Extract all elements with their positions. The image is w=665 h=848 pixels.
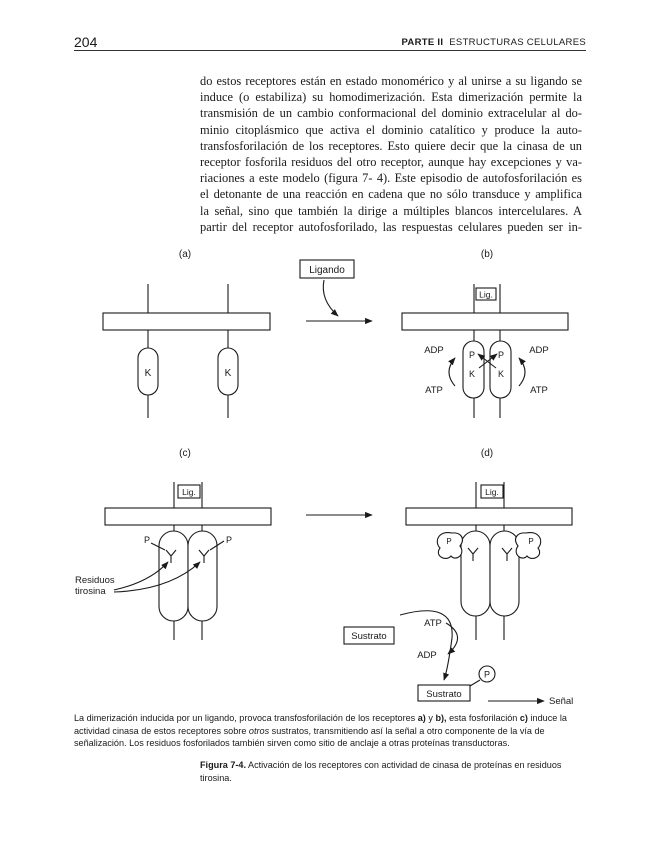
- phosphate-label: P: [144, 535, 150, 545]
- panel-b: (b) Lig. P P K K ADP ATP ADP ATP: [402, 249, 568, 418]
- phosphate-label: P: [469, 350, 475, 360]
- kinase-domain-right: [490, 531, 519, 616]
- lig-label: Lig.: [182, 487, 196, 497]
- adp-label: ADP: [529, 345, 549, 356]
- adp-label: ADP: [424, 345, 444, 356]
- atp-label: ATP: [424, 618, 442, 629]
- panel-a-label: (a): [179, 249, 191, 260]
- figure-number: Figura 7-4.: [200, 760, 246, 770]
- kinase-label: K: [145, 368, 152, 379]
- panel-c-label: (c): [179, 448, 191, 459]
- atp-label: ATP: [425, 385, 443, 396]
- phosphate-label: P: [498, 350, 504, 360]
- atp-label: ATP: [530, 385, 548, 396]
- kinase-label: K: [469, 369, 475, 379]
- lig-label: Lig.: [485, 487, 499, 497]
- ligando-label: Ligando: [309, 265, 345, 276]
- phosphate-label: P: [484, 670, 490, 680]
- phosphate-label: P: [226, 535, 232, 545]
- phosphate-link: [470, 680, 480, 686]
- kinase-domain-right: [188, 531, 217, 621]
- figure-title: Figura 7-4. Activación de los receptores…: [200, 759, 580, 784]
- ligand-addition: Ligando: [300, 260, 372, 321]
- atp-adp-arrow: [449, 358, 455, 386]
- phosphate-label: P: [446, 537, 451, 546]
- kinase-label: K: [225, 368, 232, 379]
- panel-a: (a) K K: [103, 249, 270, 418]
- sustrato-label: Sustrato: [351, 631, 386, 642]
- membrane: [402, 313, 568, 330]
- figure-caption: La dimerización inducida por un ligando,…: [74, 712, 586, 750]
- residuos-label: Residuos: [75, 575, 115, 586]
- figure-title-text: Activación de los receptores con activid…: [200, 760, 561, 783]
- membrane: [406, 508, 572, 525]
- panel-d: (d) Lig. P P Sustrato ATP ADP Sustrato: [344, 448, 573, 707]
- sustrato-label: Sustrato: [426, 689, 461, 700]
- membrane: [103, 313, 270, 330]
- panel-b-label: (b): [481, 249, 493, 260]
- kinase-domain-left: [461, 531, 490, 616]
- phosphate-label: P: [528, 537, 533, 546]
- panel-d-label: (d): [481, 448, 493, 459]
- membrane: [105, 508, 271, 525]
- kinase-domain-left: [159, 531, 188, 621]
- adp-label: ADP: [417, 650, 437, 661]
- panel-c: (c) Lig. P P Residuos tirosina: [75, 448, 271, 640]
- atp-adp-arrow: [519, 358, 525, 386]
- kinase-label: K: [498, 369, 504, 379]
- senal-label: Señal: [549, 696, 573, 707]
- lig-label: Lig.: [479, 290, 493, 300]
- ligand-arrow: [323, 280, 338, 316]
- tirosina-label: tirosina: [75, 586, 106, 597]
